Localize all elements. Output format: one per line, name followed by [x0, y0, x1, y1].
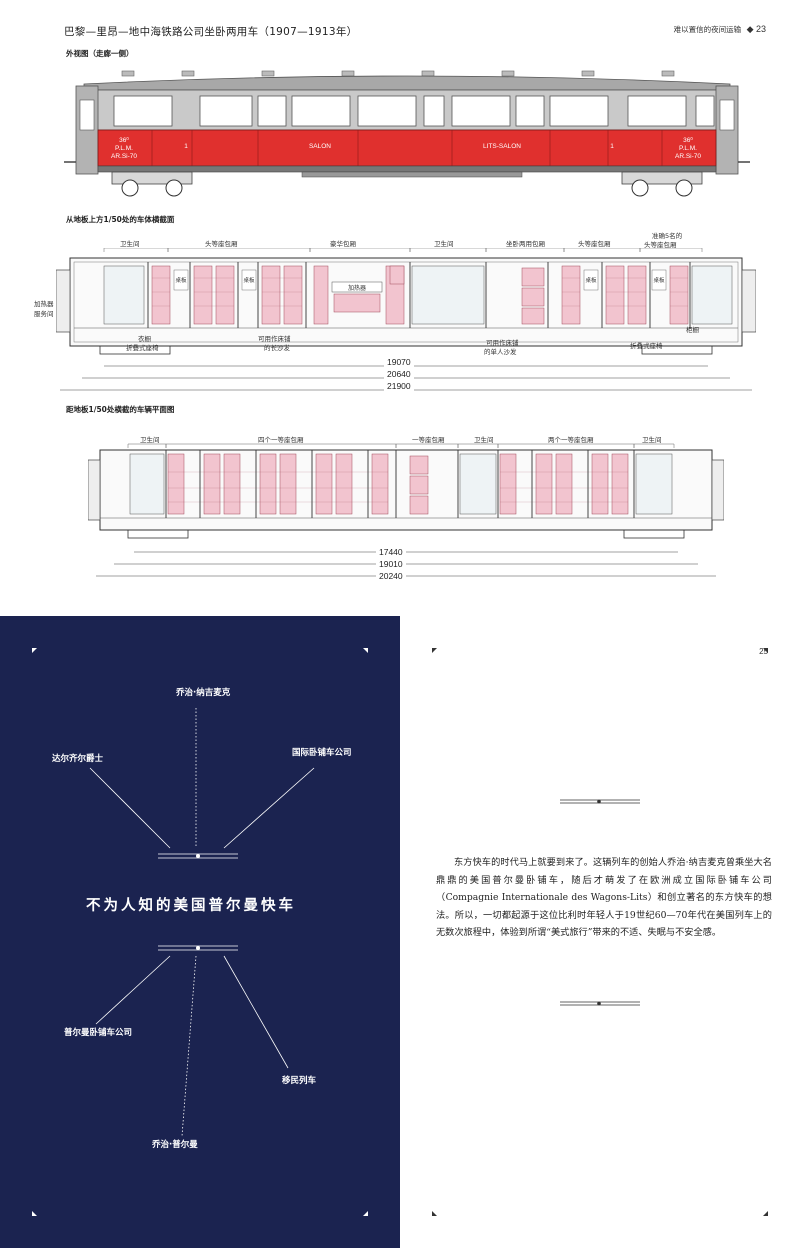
label-five-seat-2: 头等座包厢: [644, 241, 677, 249]
plan-dimension-19010: 19010: [376, 559, 406, 569]
label-first-class-right: 头等座包厢: [578, 240, 611, 248]
car-line1-right: P.L.M.: [679, 145, 697, 152]
car-line1-left: P.L.M.: [115, 145, 133, 152]
section-view-caption: 从地板上方1/50处的车体横截面: [66, 215, 175, 224]
label-five-seat-1: 准确5名的: [652, 232, 683, 240]
exterior-car-drawing: 36⁰ P.L.M. AR.Si-70 1 SALON LITS-SALON 1…: [64, 70, 750, 197]
poster-name-dalziel: 达尔齐尔爵士: [52, 754, 104, 764]
car-lits-salon-label: LITS-SALON: [483, 143, 521, 150]
page-number-bottom: 25: [759, 647, 768, 656]
car-line2-left: AR.Si-70: [111, 153, 137, 160]
car-class-right: 36⁰: [683, 136, 693, 144]
car-class-left: 36⁰: [119, 136, 129, 144]
plan-dimension-20240: 20240: [376, 571, 406, 581]
dimension-19070: 19070: [384, 357, 414, 367]
dimension-20640: 20640: [384, 369, 414, 379]
running-head: 难以置信的夜间运输 ◆ 23: [674, 24, 766, 35]
plan-view-caption: 距地板1/50处横截的车辆平面图: [66, 405, 175, 414]
section-view-drawing: 加热器 桌板 桌板 桌板 桌板: [56, 248, 756, 391]
poster-name-wagons-lits: 国际卧铺车公司: [292, 748, 352, 758]
car-zone1: 1: [184, 143, 188, 150]
label-wardrobe: 衣橱: [138, 335, 151, 343]
label-luxury: 豪华包厢: [330, 240, 356, 248]
label-sleeper: 坐卧两用包厢: [506, 240, 545, 248]
tag-table-b: 桌板: [243, 276, 255, 284]
label-sofa-1: 可用作床铺: [258, 335, 291, 343]
label-toilet-mid: 卫生间: [434, 240, 454, 248]
tag-table-a: 桌板: [175, 276, 187, 284]
label-heater: 加热器: [34, 300, 54, 308]
heater-box-label: 加热器: [348, 284, 366, 292]
poster-name-nagelmackers: 乔治·纳吉麦克: [176, 688, 231, 698]
label-sofa-2: 的长沙发: [264, 344, 290, 352]
label-service: 服务间: [34, 310, 54, 318]
label-cabinet: 柜橱: [686, 326, 699, 334]
plan-label-first-class: 一等座包厢: [412, 436, 445, 444]
tag-table-c: 桌板: [585, 276, 597, 284]
label-first-class-left: 头等座包厢: [205, 240, 238, 248]
poster-panel: 乔治·纳吉麦克 达尔齐尔爵士 国际卧铺车公司 不为人知的美国普尔曼快车 普尔曼卧…: [0, 616, 400, 1248]
dimension-21900: 21900: [384, 381, 414, 391]
label-folding-seat-right: 折叠式座椅: [630, 342, 663, 350]
poster-name-pullman: 乔治·普尔曼: [152, 1140, 198, 1150]
poster-name-pullman-company: 普尔曼卧铺车公司: [64, 1028, 133, 1038]
label-single-sofa-1: 可用作床铺: [486, 339, 519, 347]
poster-title: 不为人知的美国普尔曼快车: [86, 898, 296, 914]
poster-lines: [32, 648, 368, 1216]
article-decor: [432, 648, 768, 1216]
label-folding-seat-left: 折叠式座椅: [126, 344, 159, 352]
plan-label-toilet-right: 卫生间: [642, 436, 662, 444]
plan-label-toilet-mid: 卫生间: [474, 436, 494, 444]
page-header-title: 巴黎—里昂—地中海铁路公司坐卧两用车（1907—1913年）: [64, 26, 358, 38]
car-salon-label: SALON: [309, 143, 331, 150]
plan-label-four-second: 四个一等座包厢: [258, 436, 304, 444]
running-head-text: 难以置信的夜间运输: [673, 25, 742, 34]
page-number-top: ◆ 23: [746, 24, 766, 34]
plan-label-toilet-left: 卫生间: [140, 436, 160, 444]
plan-label-two-second: 两个一等座包厢: [548, 436, 594, 444]
poster-name-emigrant-train: 移民列车: [282, 1076, 317, 1086]
car-zone2: 1: [610, 143, 614, 150]
label-single-sofa-2: 的单人沙发: [484, 348, 517, 356]
article-paragraph: 东方快车的时代马上就要到来了。这辆列车的创始人乔治·纳吉麦克曾乘坐大名鼎鼎的美国…: [436, 857, 772, 938]
plan-view-drawing: [88, 443, 724, 577]
label-toilet-left: 卫生间: [120, 240, 140, 248]
exterior-view-caption: 外视图（走廊一侧）: [66, 49, 134, 58]
tag-table-d: 桌板: [653, 276, 665, 284]
plan-dimension-17440: 17440: [376, 547, 406, 557]
car-line2-right: AR.Si-70: [675, 153, 701, 160]
